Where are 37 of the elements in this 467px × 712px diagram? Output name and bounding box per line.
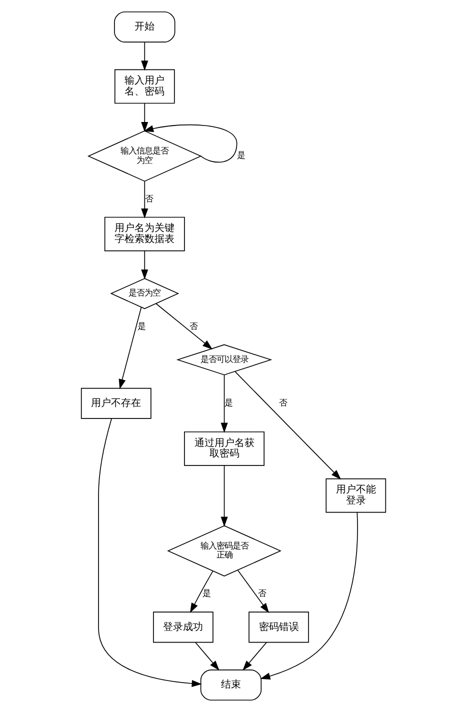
node-box: 用户名为关键字检索数据表 xyxy=(104,216,185,252)
node-diamond: 输入密码是否正确 xyxy=(167,525,282,576)
edge-label: 否 xyxy=(258,588,266,598)
arrow xyxy=(220,464,228,527)
edge-label: 是 xyxy=(202,588,211,598)
arrow xyxy=(98,418,202,688)
arrow xyxy=(141,180,148,219)
node-box: 结束 xyxy=(200,670,262,701)
arrow xyxy=(141,250,148,280)
arrow xyxy=(141,103,148,132)
node-box: 输入用户名、密码 xyxy=(114,69,175,104)
arrow xyxy=(237,570,270,614)
edge-label: 否 xyxy=(144,193,153,204)
arrow xyxy=(195,642,220,671)
arrow xyxy=(242,642,267,671)
node-diamond: 是否为空 xyxy=(110,278,180,310)
arrow xyxy=(190,570,214,614)
node-box: 密码错误 xyxy=(248,612,309,643)
node-diamond: 是否可以登录 xyxy=(176,344,272,376)
arrow xyxy=(260,512,358,680)
edge-label: 否 xyxy=(278,397,287,408)
arrow xyxy=(220,374,228,433)
node-box: 开始 xyxy=(114,11,176,42)
node-box: 登录成功 xyxy=(153,612,214,643)
edge-label: 是 xyxy=(237,150,246,160)
node-diamond: 输入信息是否为空 xyxy=(87,130,202,182)
node-box: 用户不存在 xyxy=(80,388,152,419)
arrow xyxy=(141,42,148,71)
arrow xyxy=(156,303,213,350)
arrow xyxy=(118,306,142,390)
edge-label: 是 xyxy=(137,320,146,331)
edge-label: 否 xyxy=(189,320,198,331)
edge-label: 是 xyxy=(224,397,232,408)
node-box: 通过用户名获取密码 xyxy=(184,431,265,466)
arrow xyxy=(234,371,342,480)
node-box: 用户不能登录 xyxy=(326,478,386,513)
arrow xyxy=(143,124,238,163)
